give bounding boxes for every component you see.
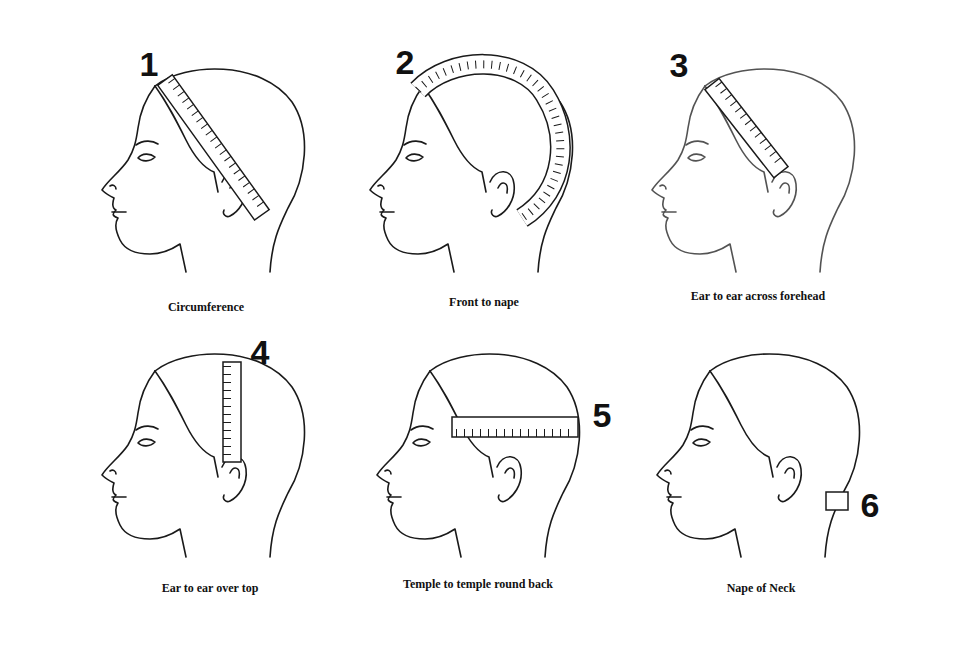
callout-number: 4 — [251, 335, 270, 369]
head — [377, 354, 579, 557]
head — [102, 69, 304, 272]
head — [657, 354, 859, 557]
caption: Ear to ear over top — [162, 581, 259, 595]
tape-measure — [826, 492, 848, 510]
head — [102, 354, 304, 557]
tape-measure — [158, 75, 269, 220]
caption: Nape of Neck — [727, 581, 796, 595]
caption: Circumference — [168, 300, 244, 314]
tape-measure — [418, 64, 560, 218]
callout-number: 5 — [593, 398, 612, 432]
callout-number: 6 — [861, 488, 880, 522]
callout-number: 1 — [140, 47, 159, 81]
head — [652, 69, 854, 272]
caption: Front to nape — [449, 295, 519, 309]
tape-measure — [452, 417, 578, 437]
callout-number: 3 — [670, 48, 689, 82]
caption: Ear to ear across forehead — [691, 289, 825, 303]
tape-measure — [223, 362, 241, 462]
callout-number: 2 — [396, 45, 415, 79]
caption: Temple to temple round back — [403, 577, 553, 591]
tape-measure — [705, 78, 788, 177]
